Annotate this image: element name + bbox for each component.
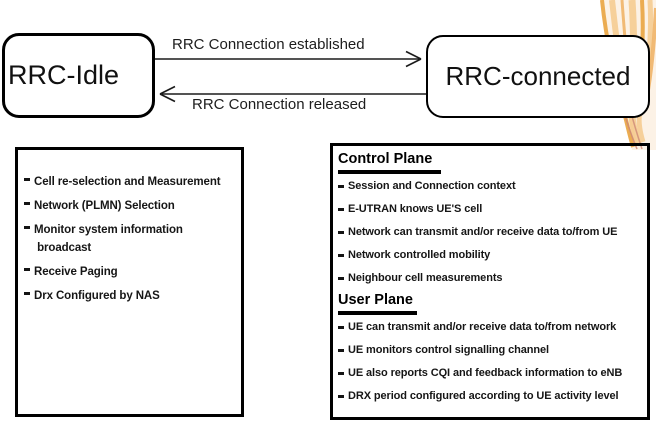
established-arrowhead-icon [405,50,422,68]
dash-bullet-icon [338,231,344,234]
state-box-rrc-idle: RRC-Idle [2,33,155,118]
transition-label-released: RRC Connection released [192,96,367,113]
list-item-text: UE also reports CQI and feedback informa… [348,367,623,379]
list-item-text: Network controlled mobility [348,249,491,261]
dash-bullet-icon [24,268,30,271]
section-heading: Control Plane [338,151,433,167]
list-item-text: Monitor system information broadcast [34,224,183,254]
dash-bullet-icon [338,326,344,329]
list-item: Session and Connection context [338,180,645,193]
dash-bullet-icon [24,202,30,205]
transition-label-established: RRC Connection established [172,36,365,53]
state-box-rrc-connected: RRC-connected [426,35,650,118]
dash-bullet-icon [338,208,344,211]
list-item: Network (PLMN) Selection [24,197,239,215]
list-item-text: UE can transmit and/or receive data to/f… [348,321,617,333]
state-label-rrc-connected: RRC-connected [445,61,631,91]
list-item: UE monitors control signalling channel [338,344,645,357]
dash-bullet-icon [338,277,344,280]
list-item-text: Cell re-selection and Measurement [34,176,221,188]
list-item: DRX period configured according to UE ac… [338,390,645,403]
list-item-text: Drx Configured by NAS [34,290,160,302]
transition-arrows [154,50,427,103]
list-item-text: Network can transmit and/or receive data… [348,226,618,238]
list-item: E-UTRAN knows UE'S cell [338,203,645,216]
list-item-text: Session and Connection context [348,180,516,192]
panel-section: User Plane UE can transmit and/or receive… [338,291,645,403]
list-item: Neighbour cell measurements [338,272,645,285]
heading-underline [338,311,417,315]
list-item-text: E-UTRAN knows UE'S cell [348,203,483,215]
list-item: UE also reports CQI and feedback informa… [338,367,645,380]
list-item: Monitor system information broadcast [24,221,239,257]
section-heading: User Plane [338,292,413,308]
list-item-text: Network (PLMN) Selection [34,200,175,212]
list-item: UE can transmit and/or receive data to/f… [338,321,645,334]
dash-bullet-icon [24,226,30,229]
list-item: Network controlled mobility [338,249,645,262]
list-item: Cell re-selection and Measurement [24,173,239,191]
list-item-text: UE monitors control signalling channel [348,344,549,356]
list-item: Receive Paging [24,263,239,281]
list-item-text: Neighbour cell measurements [348,272,503,284]
state-label-rrc-idle: RRC-Idle [8,60,120,90]
list-item: Drx Configured by NAS [24,287,239,305]
list-item: Network can transmit and/or receive data… [338,226,645,239]
dash-bullet-icon [24,178,30,181]
released-arrowhead-icon [159,85,176,103]
dash-bullet-icon [338,395,344,398]
list-item-text: DRX period configured according to UE ac… [348,390,619,402]
heading-underline [338,170,441,174]
dash-bullet-icon [338,185,344,188]
list-item-text: Receive Paging [34,266,118,278]
dash-bullet-icon [24,292,30,295]
dash-bullet-icon [338,254,344,257]
dash-bullet-icon [338,349,344,352]
dash-bullet-icon [338,372,344,375]
